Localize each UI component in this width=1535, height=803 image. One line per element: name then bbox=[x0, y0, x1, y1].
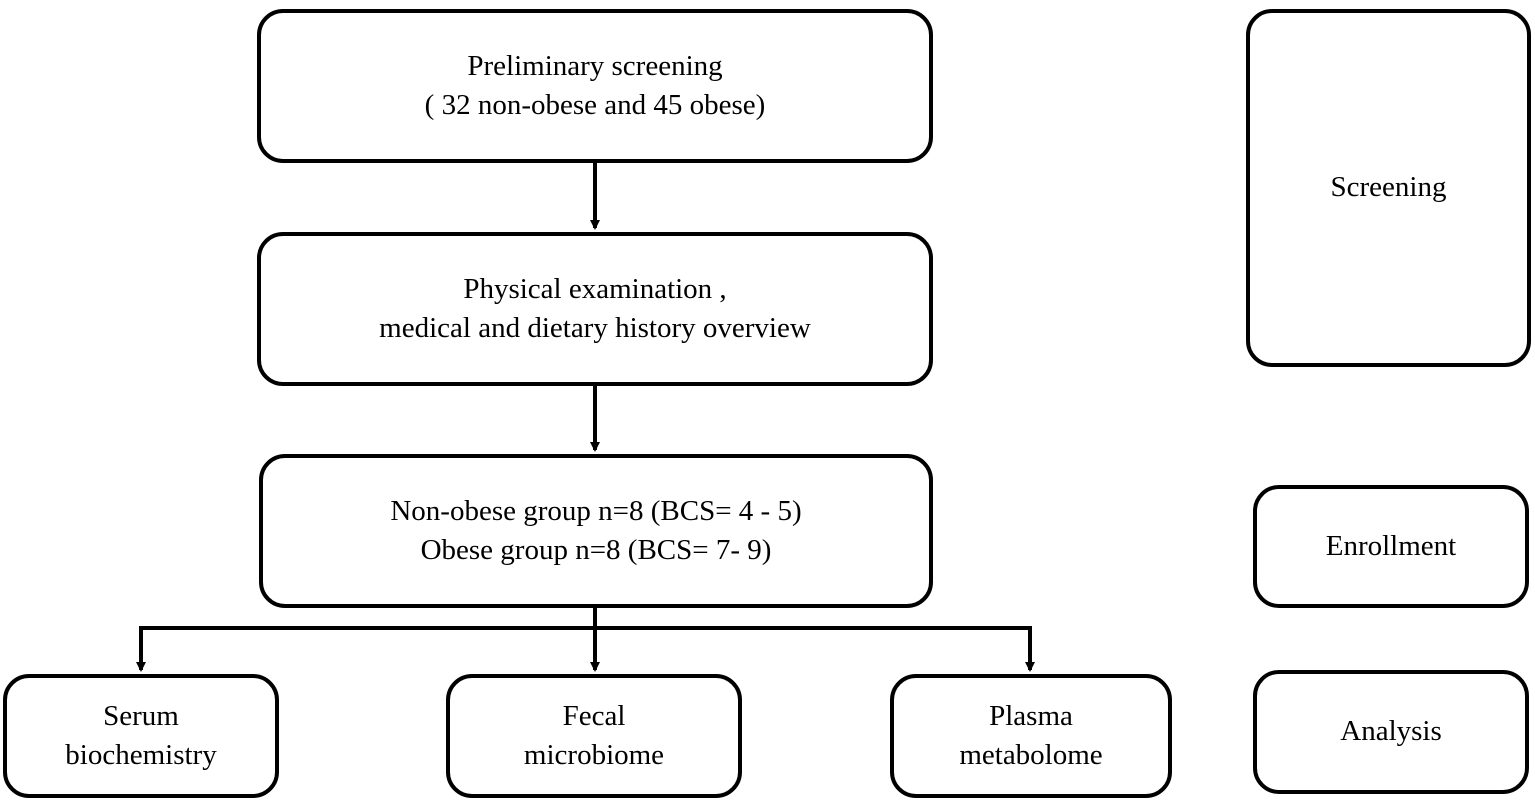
groups-box: Non-obese group n=8 (BCS= 4 - 5) Obese g… bbox=[259, 454, 933, 608]
obese-group-label: Obese group n=8 (BCS= 7- 9) bbox=[420, 534, 772, 566]
physical-exam-detail: medical and dietary history overview bbox=[379, 312, 811, 344]
plasma-metabolome-box: Plasma metabolome bbox=[890, 674, 1172, 798]
stage-analysis-label: Analysis bbox=[1340, 715, 1442, 748]
stage-enrollment-label: Enrollment bbox=[1325, 529, 1457, 562]
serum-line2: biochemistry bbox=[65, 739, 217, 771]
non-obese-group-label: Non-obese group n=8 (BCS= 4 - 5) bbox=[390, 494, 802, 527]
physical-exam-title: Physical examination , bbox=[463, 272, 727, 305]
plasma-line1: Plasma bbox=[989, 699, 1073, 732]
stage-analysis-box: Analysis bbox=[1253, 670, 1529, 794]
preliminary-screening-title: Preliminary screening bbox=[467, 49, 723, 82]
serum-biochemistry-box: Serum biochemistry bbox=[3, 674, 279, 798]
preliminary-screening-box: Preliminary screening ( 32 non-obese and… bbox=[257, 9, 933, 163]
fecal-line1: Fecal bbox=[562, 699, 626, 732]
stage-screening-box: Screening bbox=[1246, 9, 1531, 367]
plasma-line2: metabolome bbox=[959, 739, 1103, 771]
fecal-microbiome-box: Fecal microbiome bbox=[446, 674, 742, 798]
serum-line1: Serum bbox=[103, 699, 179, 732]
stage-enrollment-box: Enrollment bbox=[1253, 485, 1529, 608]
preliminary-screening-counts: ( 32 non-obese and 45 obese) bbox=[424, 89, 766, 121]
fecal-line2: microbiome bbox=[523, 739, 665, 771]
physical-exam-box: Physical examination , medical and dieta… bbox=[257, 232, 933, 386]
stage-screening-label: Screening bbox=[1330, 171, 1447, 204]
